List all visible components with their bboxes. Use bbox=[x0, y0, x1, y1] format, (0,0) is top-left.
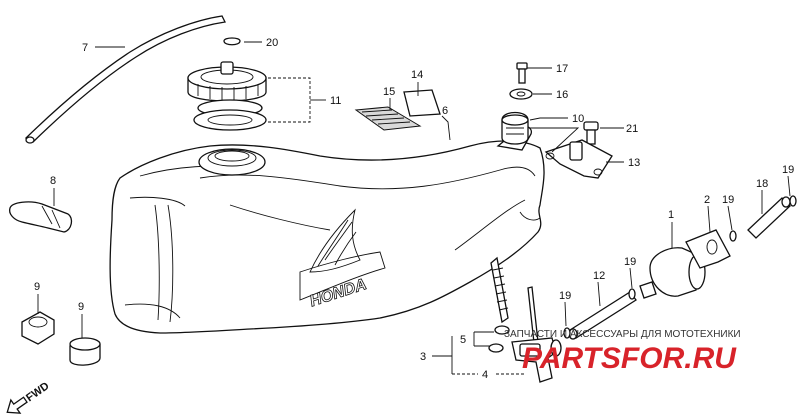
cushion-10 bbox=[501, 111, 529, 145]
part-labels: 7 20 11 14 15 6 17 16 10 21 13 8 9 9 1 2… bbox=[34, 37, 794, 381]
label-part-3: 3 bbox=[420, 351, 426, 363]
washer-16 bbox=[509, 88, 533, 100]
breather-tube bbox=[24, 15, 226, 144]
label-part-9b: 9 bbox=[78, 301, 84, 313]
label-part-12: 12 bbox=[593, 270, 605, 282]
fwd-marker: FWD bbox=[6, 380, 51, 414]
fuel-hose-18 bbox=[747, 196, 791, 239]
label-part-17: 17 bbox=[556, 63, 568, 75]
tank-band-8 bbox=[8, 201, 73, 233]
fuel-filter bbox=[639, 229, 731, 299]
label-part-6: 6 bbox=[442, 105, 448, 117]
label-part-19c: 19 bbox=[624, 256, 636, 268]
label-strips bbox=[354, 89, 441, 131]
label-part-7: 7 bbox=[82, 42, 88, 54]
label-part-11: 11 bbox=[330, 95, 341, 107]
label-part-10: 10 bbox=[572, 113, 584, 125]
label-part-8: 8 bbox=[50, 175, 56, 187]
bracket-13 bbox=[544, 139, 613, 179]
cap-clip bbox=[223, 37, 241, 46]
nut-9a bbox=[21, 311, 55, 345]
label-part-9a: 9 bbox=[34, 281, 40, 293]
fuel-tank bbox=[109, 125, 545, 334]
nut-9b bbox=[69, 337, 101, 366]
fuel-cap bbox=[187, 61, 267, 131]
label-part-14: 14 bbox=[411, 69, 423, 81]
label-part-1: 1 bbox=[668, 209, 674, 221]
label-part-21: 21 bbox=[626, 123, 638, 135]
label-part-19b: 19 bbox=[782, 164, 794, 176]
label-part-4: 4 bbox=[482, 369, 488, 381]
label-part-5: 5 bbox=[460, 334, 466, 346]
fuel-cock bbox=[488, 256, 562, 383]
bolt-17 bbox=[516, 62, 528, 84]
fwd-label: FWD bbox=[24, 380, 51, 404]
leader-lines bbox=[37, 41, 791, 375]
label-part-20: 20 bbox=[266, 37, 278, 49]
label-part-2: 2 bbox=[704, 194, 710, 206]
label-part-15: 15 bbox=[383, 86, 395, 98]
label-part-13: 13 bbox=[628, 157, 640, 169]
label-part-19d: 19 bbox=[559, 290, 571, 302]
label-part-18: 18 bbox=[756, 178, 768, 190]
watermark-caption: ЗАПЧАСТИ И АКСЕССУАРЫ ДЛЯ МОТОТЕХНИКИ bbox=[504, 329, 741, 340]
label-part-19a: 19 bbox=[722, 194, 734, 206]
label-part-16: 16 bbox=[556, 89, 568, 101]
watermark: ЗАПЧАСТИ И АКСЕССУАРЫ ДЛЯ МОТОТЕХНИКИ PA… bbox=[504, 329, 741, 375]
hose-clips bbox=[563, 195, 797, 339]
watermark-brand: PARTSFOR.RU bbox=[522, 342, 737, 375]
bolt-21 bbox=[583, 121, 599, 145]
